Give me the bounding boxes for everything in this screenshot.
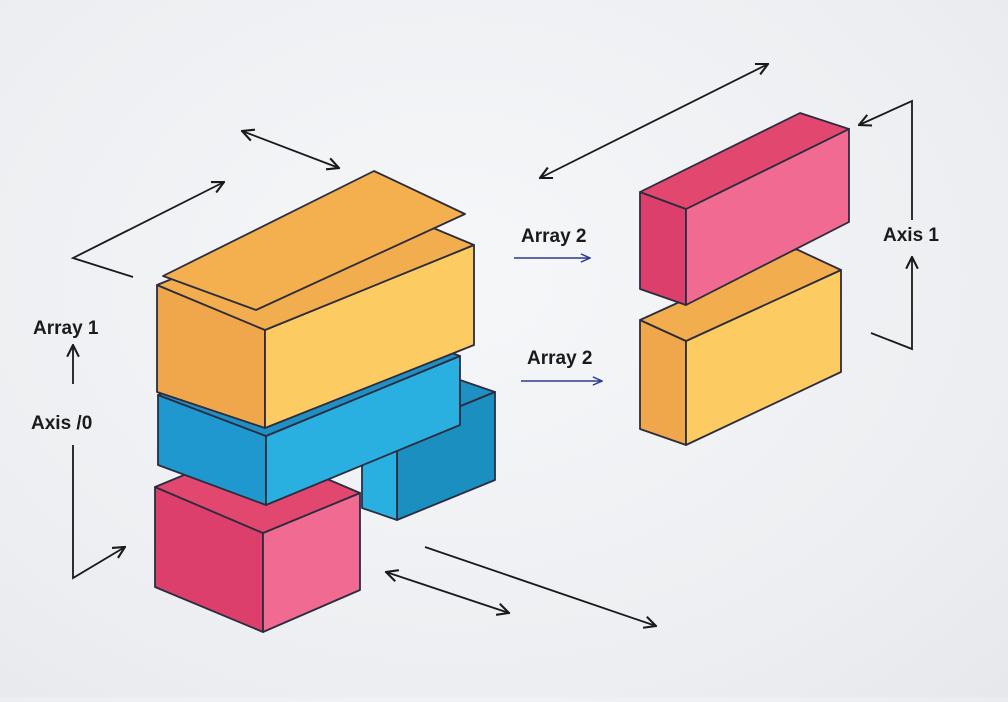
axis-1-label: Axis 1 <box>883 225 939 246</box>
yellow-block-right <box>639 248 842 446</box>
top-double-arrow <box>242 131 339 168</box>
array-2-bottom-label: Array 2 <box>527 348 593 369</box>
axis-0-label: Axis /0 <box>31 413 92 434</box>
bottom-long-arrow <box>424 546 656 626</box>
top-right-double-arrow <box>540 64 768 178</box>
array-2-top-label: Array 2 <box>521 226 587 247</box>
axis-1-lower-arrow <box>870 257 912 351</box>
bottom-short-double-arrow <box>386 572 509 613</box>
left-corner-arrow <box>70 182 224 278</box>
axis-0-down-arrow <box>72 445 125 580</box>
yellow-plate-left <box>162 170 466 311</box>
axis-1-arrow <box>859 99 913 220</box>
array-1-label: Array 1 <box>33 318 99 339</box>
